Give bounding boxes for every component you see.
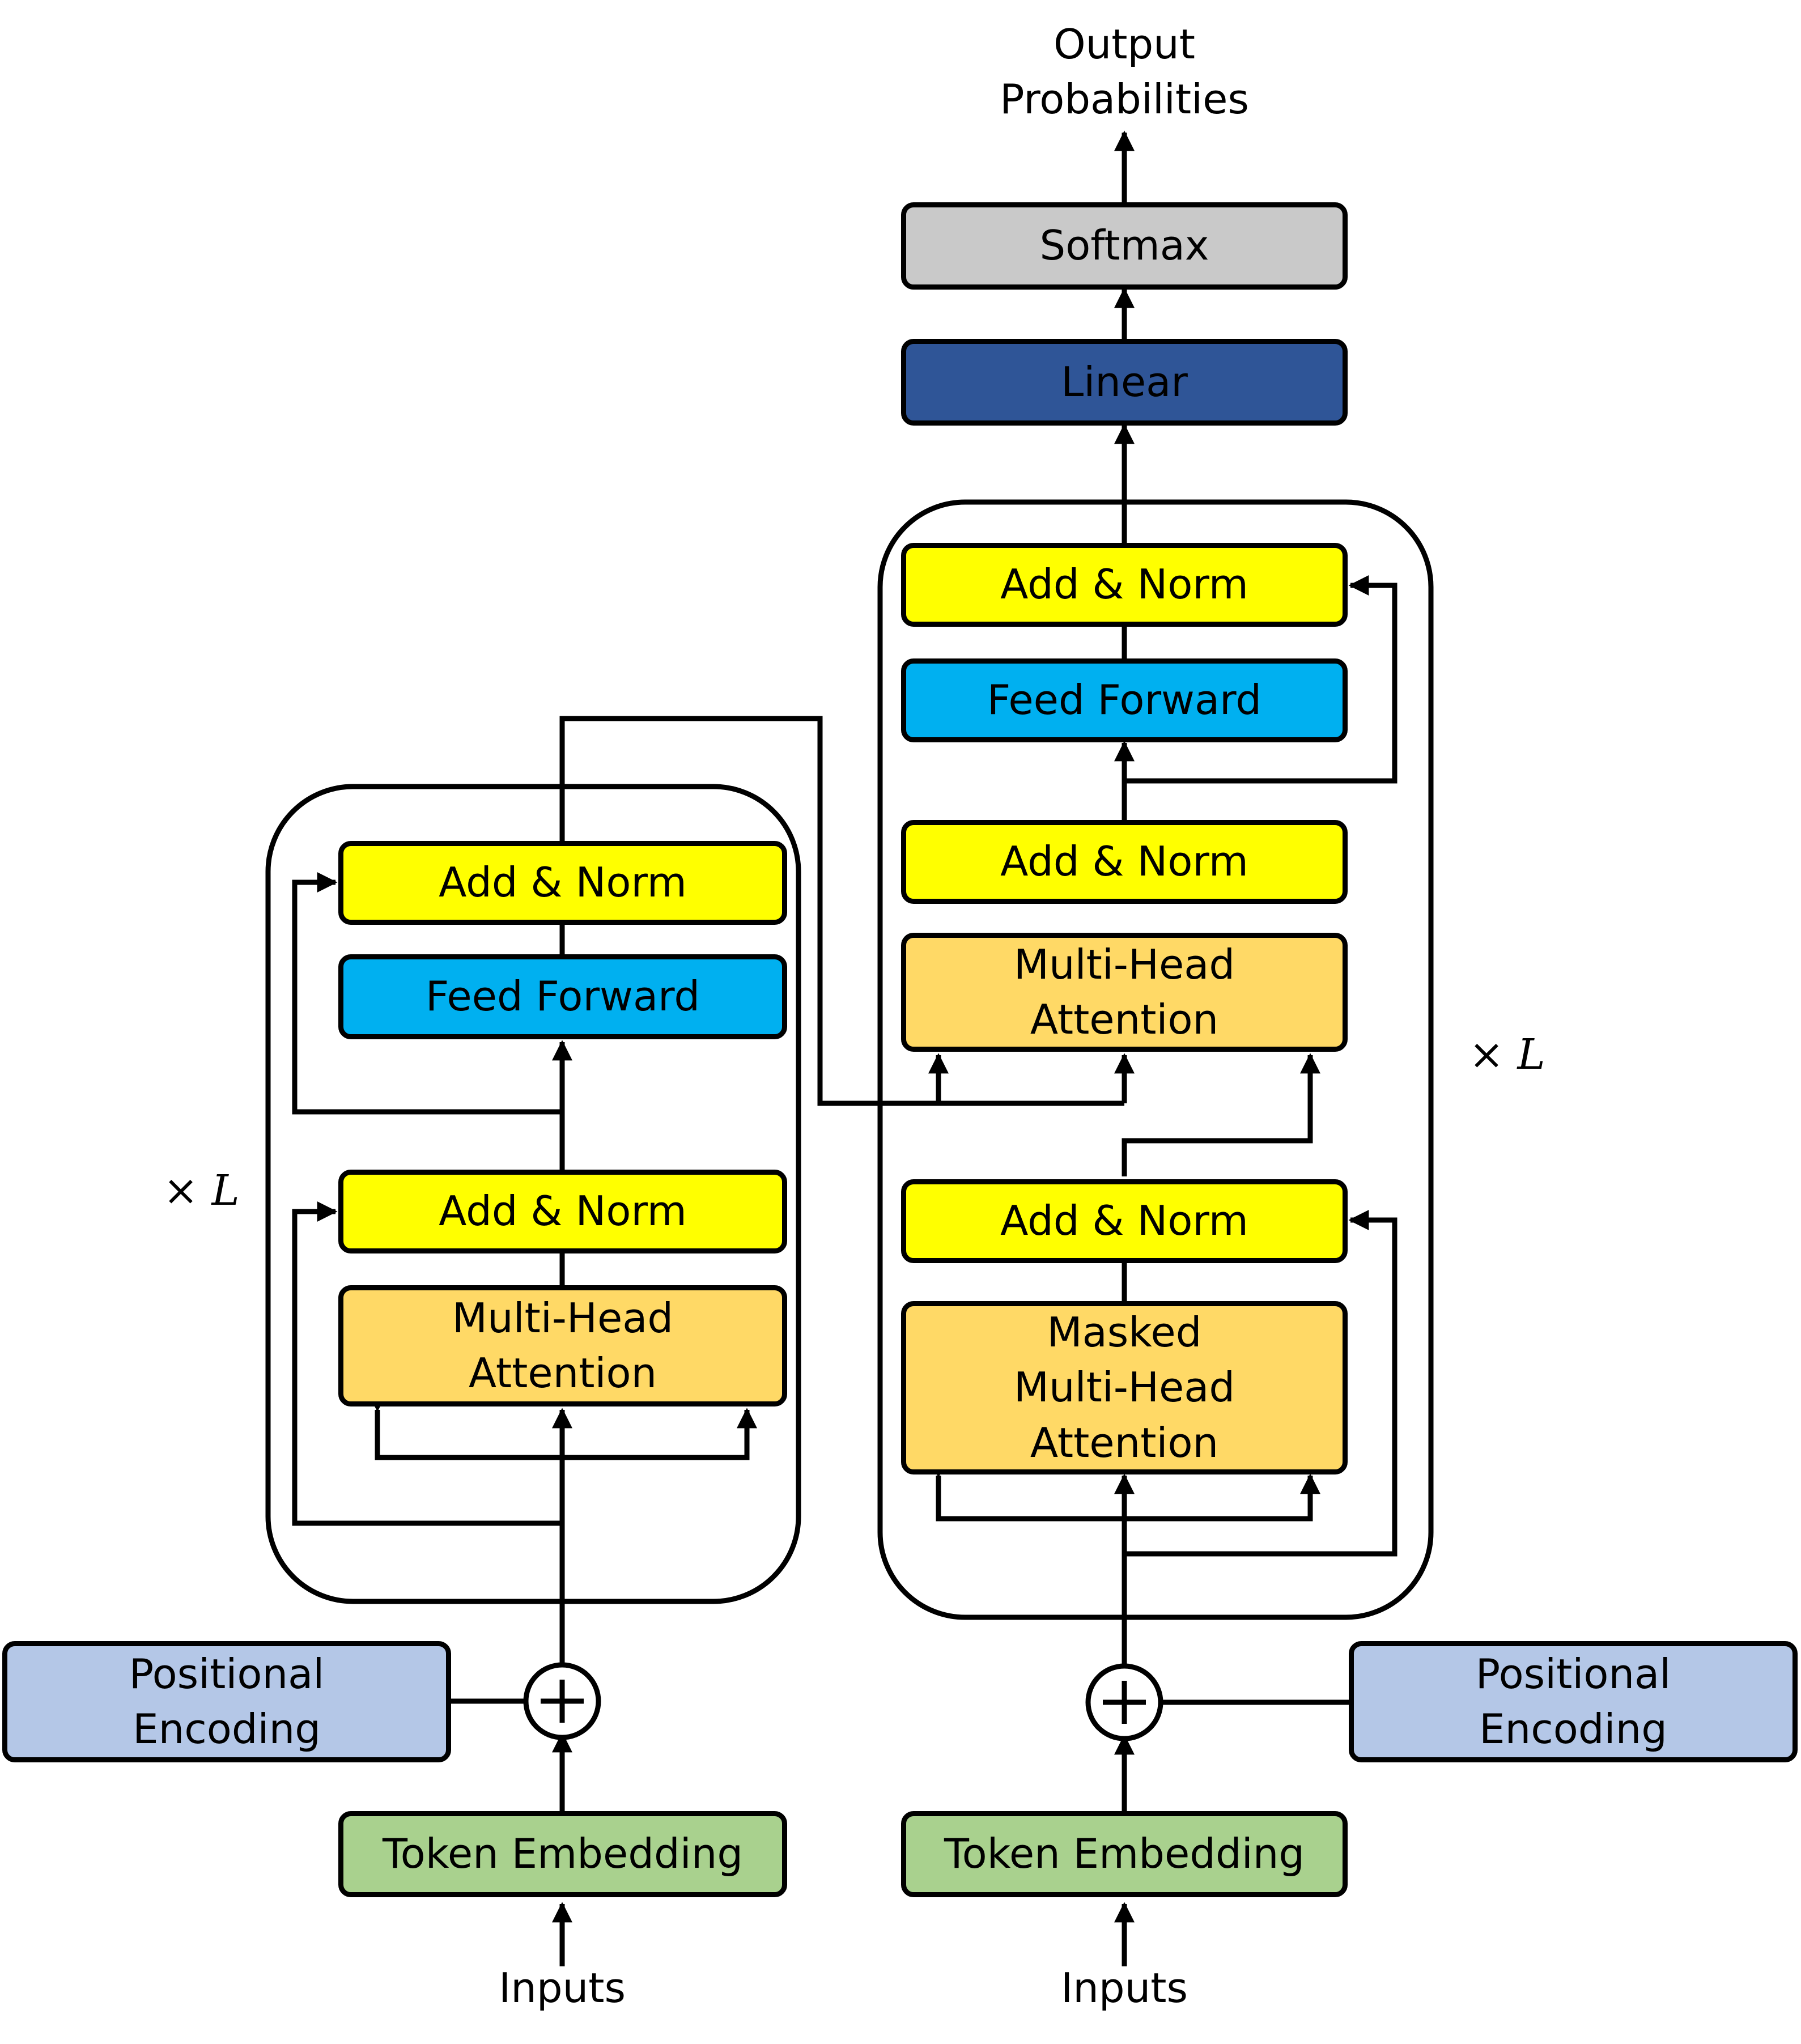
decoder-positional-encoding: Positional Encoding xyxy=(1349,1641,1798,1762)
decoder-residual-3 xyxy=(1124,575,1398,784)
decoder-feed-forward: Feed Forward xyxy=(901,658,1348,742)
encoder-sum-node xyxy=(523,1662,601,1740)
decoder-add-norm-top: Add & Norm xyxy=(901,543,1348,627)
decoder-add-norm-bottom: Add & Norm xyxy=(901,1179,1348,1263)
decoder-token-embedding: Token Embedding xyxy=(901,1811,1348,1897)
encoder-repeat-count: × L xyxy=(163,1166,240,1215)
output-probabilities-label: Output Probabilities xyxy=(1000,20,1249,124)
decoder-masked-attention: Masked Multi-Head Attention xyxy=(901,1301,1348,1474)
encoder-inputs-label: Inputs xyxy=(499,1964,626,2012)
encoder-residual-1 xyxy=(292,1201,562,1526)
decoder-sum-node xyxy=(1085,1663,1163,1741)
encoder-to-decoder-memory xyxy=(559,716,1124,1106)
encoder-add-norm-top: Add & Norm xyxy=(338,841,787,925)
encoder-block-outline xyxy=(265,784,801,1604)
encoder-qk-fork xyxy=(367,1391,757,1460)
decoder-block-outline xyxy=(877,499,1434,1620)
decoder-residual-1 xyxy=(1124,1210,1398,1557)
circle-plus-icon xyxy=(1103,1681,1146,1724)
encoder-positional-encoding: Positional Encoding xyxy=(2,1641,451,1762)
encoder-add-norm-bottom: Add & Norm xyxy=(338,1170,787,1253)
encoder-residual-2 xyxy=(292,872,562,1115)
linear-box: Linear xyxy=(901,339,1348,426)
encoder-multi-head-attention: Multi-Head Attention xyxy=(338,1285,787,1406)
decoder-add-norm-mid: Add & Norm xyxy=(901,820,1348,904)
softmax-box: Softmax xyxy=(901,202,1348,290)
circle-plus-icon xyxy=(541,1680,584,1723)
encoder-feed-forward: Feed Forward xyxy=(338,954,787,1039)
decoder-qk-fork xyxy=(928,1457,1320,1522)
decoder-to-cross-attention xyxy=(1122,1053,1320,1176)
encoder-token-embedding: Token Embedding xyxy=(338,1811,787,1897)
decoder-inputs-label: Inputs xyxy=(1061,1964,1188,2012)
decoder-repeat-count: × L xyxy=(1469,1030,1545,1079)
decoder-cross-attention: Multi-Head Attention xyxy=(901,933,1348,1052)
